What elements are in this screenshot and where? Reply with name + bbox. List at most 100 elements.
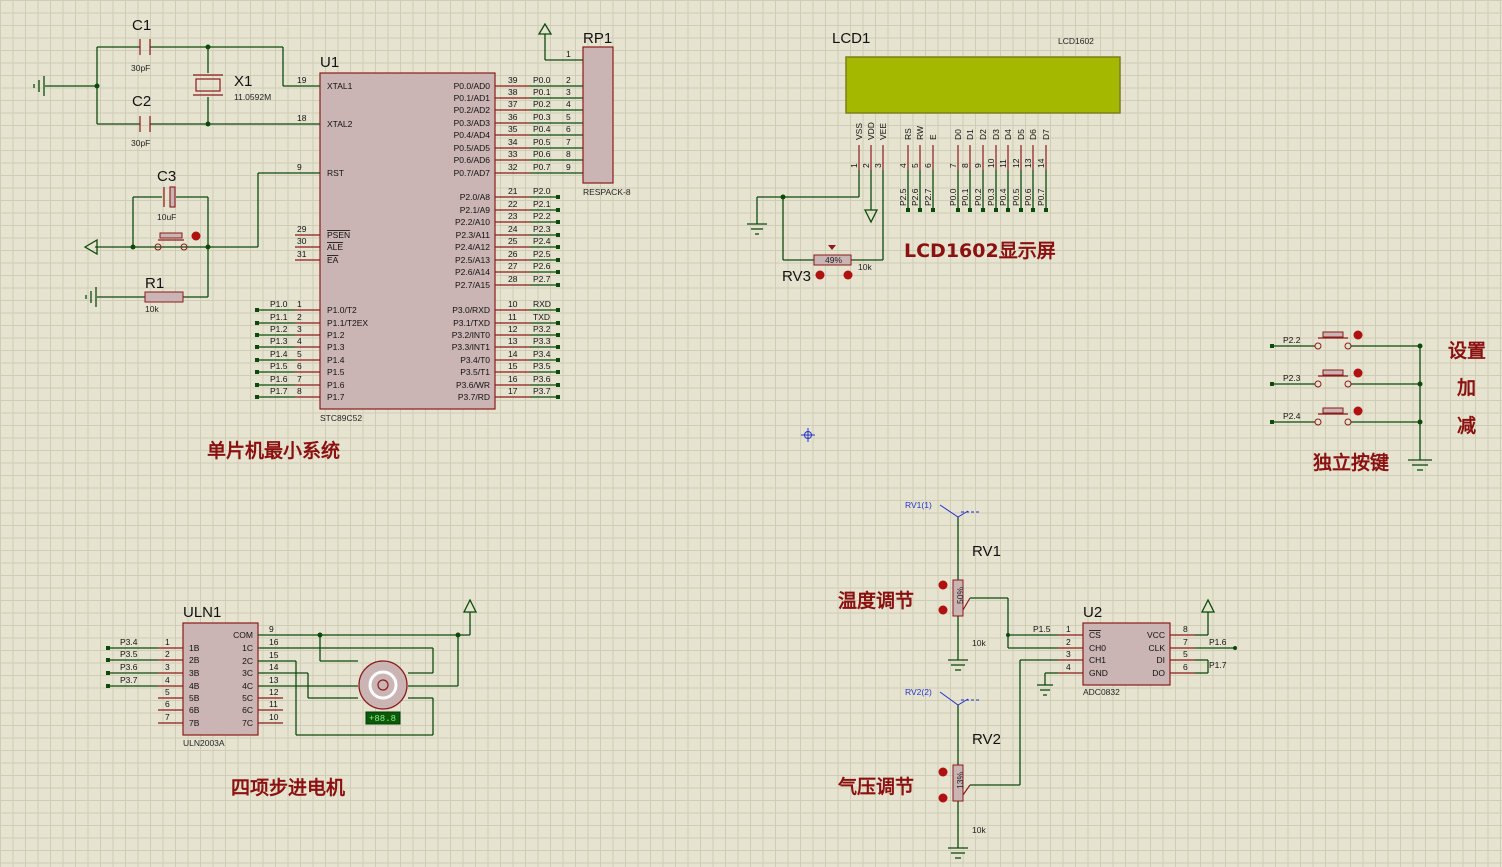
mcu-pin-name: EA: [327, 255, 339, 265]
reset-button[interactable]: [154, 231, 201, 251]
stepper-motor[interactable]: +88.8: [358, 660, 408, 725]
uln-pin-name: 3B: [189, 668, 200, 678]
key-button[interactable]: P2.2: [1270, 330, 1423, 350]
mcu-pin-name: P2.1/A9: [460, 205, 491, 215]
uln-left-net: P3.5: [120, 649, 138, 659]
lcd-pin-name: D1: [965, 129, 975, 140]
lcd-pin-net: P2.6: [910, 188, 920, 206]
uln-pin-num: 11: [269, 699, 278, 709]
c2-value: 30pF: [131, 138, 150, 148]
rp1-pin-num: 9: [566, 162, 571, 172]
mcu-pin-num: 9: [297, 162, 302, 172]
lcd-pin-num: 14: [1036, 158, 1046, 168]
mcu-pin-num: 16: [508, 374, 518, 384]
uln-pin-name: 7B: [189, 718, 200, 728]
key-net: P2.2: [1283, 335, 1301, 345]
uln-pin-num: 13: [269, 675, 279, 685]
lcd-screen[interactable]: [845, 56, 1121, 114]
mcu-pin-name: P0.3/AD3: [454, 118, 491, 128]
label-mcu-system: 单片机最小系统: [207, 439, 340, 462]
uln2003[interactable]: ULN1 ULN2003A 11BP3.422BP3.533BP3.644BP3…: [106, 598, 478, 748]
mcu-pin-name: P3.5/T1: [460, 367, 490, 377]
c1-value: 30pF: [131, 63, 150, 73]
mcu-pin-num: 39: [508, 75, 518, 85]
mcu-pin-num: 25: [508, 236, 518, 246]
mcu-right-net: P2.5: [533, 249, 551, 259]
mcu-pin-num: 23: [508, 211, 518, 221]
mcu-left-net: P1.4: [270, 349, 288, 359]
adc-cs-net: P1.5: [1033, 624, 1051, 634]
mcu-pin-num: 5: [297, 349, 302, 359]
lcd-pin-net: P2.7: [923, 188, 933, 206]
adc-pin-num: 2: [1066, 637, 1071, 647]
mcu-pin-num: 22: [508, 199, 518, 209]
uln-left-net: P3.4: [120, 637, 138, 647]
mcu-pin-num: 12: [508, 324, 518, 334]
mcu-body[interactable]: [319, 72, 496, 410]
mcu-right-net: P0.2: [533, 99, 551, 109]
mcu-pin-name: P3.3/INT1: [452, 342, 491, 352]
adc-pin-num: 6: [1183, 662, 1188, 672]
uln-pin-num: 16: [269, 637, 279, 647]
lcd-part: LCD1602: [1058, 36, 1094, 46]
mcu-pin-num: 4: [297, 336, 302, 346]
mcu-pin-name: P2.5/A13: [455, 255, 490, 265]
uln-pin-num: 4: [165, 675, 170, 685]
mcu-left-net: P1.5: [270, 361, 288, 371]
mcu-right-net: P0.0: [533, 75, 551, 85]
mcu-pin-name: P2.0/A8: [460, 192, 491, 202]
mcu-pin-name: P0.4/AD4: [454, 130, 491, 140]
mcu-pin-name: P2.3/A11: [456, 230, 491, 240]
mcu-pin-name: ALE: [327, 242, 343, 252]
mcu-right-net: P0.6: [533, 149, 551, 159]
mcu-pin-num: 33: [508, 149, 518, 159]
mcu-pin-name: P3.7/RD: [458, 392, 490, 402]
mcu-pin-num: 2: [297, 312, 302, 322]
label-set: 设置: [1448, 340, 1486, 362]
reset-circuit: C3 10uF R1 10k: [83, 168, 320, 314]
adc0832[interactable]: U2 ADC0832 1CS2CH03CH14GND8VCC7CLK5DI6DO…: [970, 597, 1237, 786]
lcd-pin-num: 7: [948, 163, 958, 168]
mcu-right-net: P3.5: [533, 361, 551, 371]
key-net: P2.3: [1283, 373, 1301, 383]
adc-pin-num: 3: [1066, 649, 1071, 659]
mcu-pin-name: P1.6: [327, 380, 345, 390]
mcu-right-pins: 39P0.0/AD0P0.038P0.1/AD1P0.137P0.2/AD2P0…: [452, 75, 583, 402]
mcu-pin-num: 1: [297, 299, 302, 309]
rv1-temperature-pot[interactable]: 50% RV1 10k RV1(1): [905, 500, 1001, 671]
mcu-right-net: P2.0: [533, 186, 551, 196]
mcu-right-net: P0.1: [533, 87, 551, 97]
uln-pin-num: 6: [165, 699, 170, 709]
c3-value: 10uF: [157, 212, 176, 222]
lcd-pin-name: D7: [1041, 129, 1051, 140]
mcu-pin-name: P1.2: [327, 330, 345, 340]
mcu-pin-name: XTAL2: [327, 119, 353, 129]
rv3-pot[interactable]: [813, 254, 852, 266]
rv2-pressure-pot[interactable]: 13% RV2 10k RV2(2): [905, 687, 1001, 859]
ground-icon: [1408, 459, 1432, 471]
uln-pin-name: 6B: [189, 705, 200, 715]
c3-ref: C3: [157, 168, 176, 185]
lcd-pin-net: P0.3: [986, 188, 996, 206]
mcu-right-net: P2.3: [533, 224, 551, 234]
uln-left-net: P3.6: [120, 662, 138, 672]
lcd-pin-num: 8: [960, 163, 970, 168]
key-button[interactable]: P2.4: [1270, 406, 1423, 426]
uln-pin-num: 3: [165, 662, 170, 672]
mcu-right-net: P2.6: [533, 261, 551, 271]
adc-pin-num: 5: [1183, 649, 1188, 659]
label-temp: 温度调节: [838, 589, 914, 612]
key-button[interactable]: P2.3: [1270, 368, 1423, 388]
mcu-u1[interactable]: U1 STC89C52 19XTAL118XTAL29RST29PSEN30AL…: [255, 54, 583, 423]
mcu-pin-name: P1.4: [327, 355, 345, 365]
uln-pin-name: 4B: [189, 681, 200, 691]
lcd-pin-name: VSS: [854, 123, 864, 140]
lcd-pin-num: 5: [910, 163, 920, 168]
mcu-pin-name: P1.5: [327, 367, 345, 377]
lcd1602[interactable]: LCD1 LCD1602 VSS1VDD2VEE3RS4P2.5RW5P2.6E…: [832, 30, 1121, 212]
mcu-right-net: P0.5: [533, 137, 551, 147]
mcu-pin-num: 38: [508, 87, 518, 97]
mcu-pin-name: PSEN: [327, 230, 350, 240]
